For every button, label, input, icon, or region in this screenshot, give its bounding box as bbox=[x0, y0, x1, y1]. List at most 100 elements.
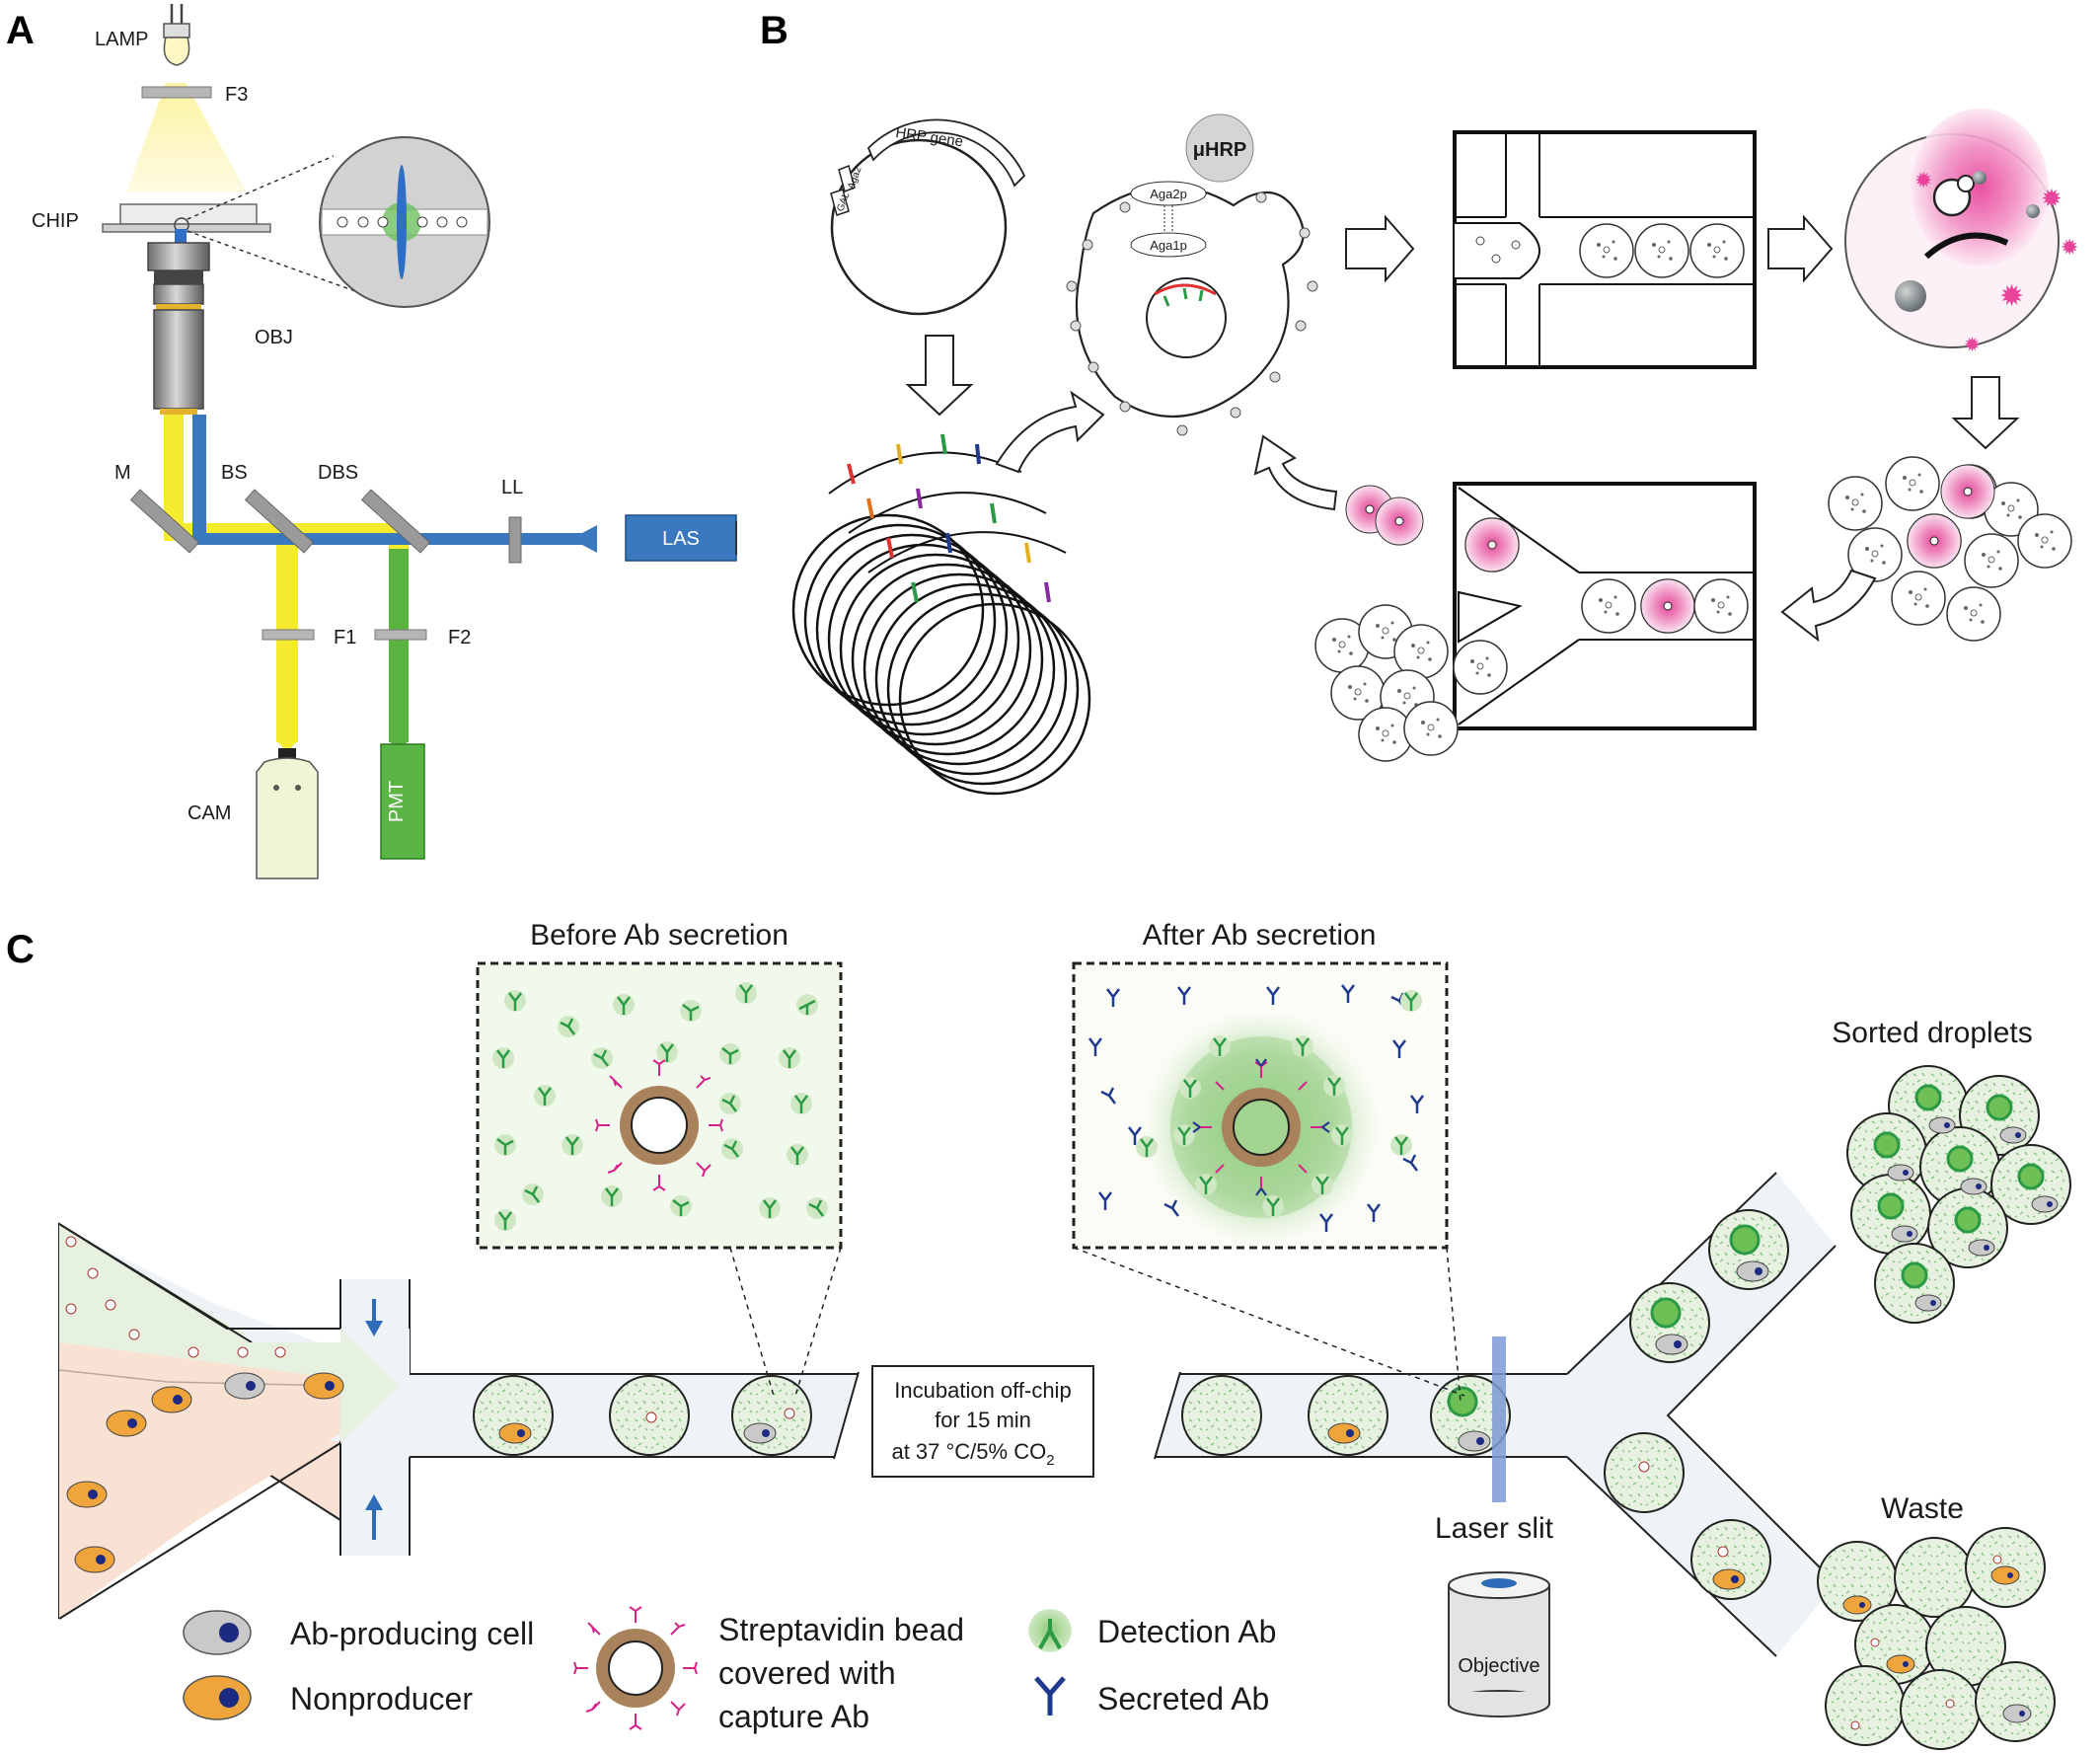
arrow-to-droplet-pool bbox=[1951, 376, 2020, 450]
droplet-pool bbox=[1828, 456, 2072, 642]
curved-arrow-regrow bbox=[1253, 434, 1338, 511]
panel-label-a: A bbox=[6, 9, 35, 52]
waste-label: Waste bbox=[1881, 1492, 1964, 1525]
waste-droplets-cluster bbox=[1817, 1527, 2056, 1750]
sorting-chip bbox=[1453, 482, 1757, 730]
filter-f2 bbox=[374, 629, 427, 641]
oil-flow-arrow-up bbox=[365, 1494, 383, 1540]
capture-bead-after bbox=[1192, 1058, 1330, 1196]
legend-secreted-ab-label: Secreted Ab bbox=[1097, 1681, 1269, 1717]
chip bbox=[119, 203, 258, 225]
inlet-cells bbox=[65, 1236, 344, 1573]
sorted-droplets-label: Sorted droplets bbox=[1832, 1017, 2032, 1049]
incubation-line3: at 37 °C/5% CO2 bbox=[891, 1439, 1054, 1469]
lamp-label: LAMP bbox=[95, 29, 148, 50]
f2-label: F2 bbox=[448, 627, 471, 649]
legend: Ab-producing cell Nonproducer bbox=[183, 1606, 1276, 1734]
lamp-icon bbox=[163, 4, 190, 66]
cam-label: CAM bbox=[188, 802, 231, 824]
ll-label: LL bbox=[501, 477, 523, 498]
arrow-to-encapsulation bbox=[1345, 214, 1415, 283]
after-secretion-title: After Ab secretion bbox=[1143, 919, 1377, 952]
panel-label-c: C bbox=[6, 928, 35, 971]
legend-secreted-ab-icon bbox=[1034, 1676, 1066, 1716]
las-label: LAS bbox=[662, 528, 700, 550]
capture-bead-before bbox=[595, 1059, 723, 1191]
incubation-line1: Incubation off-chip bbox=[894, 1378, 1071, 1403]
legend-bead-line1: Streptavidin bead bbox=[718, 1612, 964, 1647]
dichroic-dbs bbox=[360, 489, 431, 554]
before-secretion-title: Before Ab secretion bbox=[530, 919, 788, 952]
waste-droplets-b bbox=[1314, 604, 1459, 762]
aga2p-protein bbox=[1130, 181, 1207, 206]
sorted-hit-droplets bbox=[1345, 485, 1424, 546]
f3-label: F3 bbox=[225, 84, 248, 106]
filter-f1 bbox=[262, 629, 315, 641]
laser-lens-ll bbox=[508, 516, 522, 564]
panel-a-optical-setup: LAMP F3 CHIP bbox=[32, 4, 737, 879]
incubation-box bbox=[871, 1365, 1094, 1478]
svg-text:✹: ✹ bbox=[1914, 169, 1932, 193]
objective-icon bbox=[1448, 1571, 1550, 1717]
legend-detection-ab-icon bbox=[1028, 1609, 1072, 1652]
curved-arrow-to-sorter bbox=[1780, 569, 1877, 643]
beam-splitter-bs bbox=[244, 489, 315, 554]
legend-bead-line2: covered with bbox=[718, 1655, 896, 1691]
incubated-droplet: ✹ ✹ ✹ ✹ ✹ bbox=[1844, 109, 2078, 356]
camera bbox=[256, 748, 319, 879]
panel-label-b: B bbox=[760, 9, 788, 52]
dbs-label: DBS bbox=[318, 462, 358, 484]
panel-c-antibody-screening: Incubation off-chip for 15 min at 37 °C/… bbox=[58, 919, 2071, 1750]
droplets-right-channel bbox=[1181, 1375, 1511, 1456]
legend-ab-producing-label: Ab-producing cell bbox=[290, 1616, 534, 1651]
svg-text:✹: ✹ bbox=[2061, 236, 2078, 261]
lamp-light-cone bbox=[126, 83, 247, 192]
plasmid-library-stack bbox=[791, 433, 1091, 796]
incubation-line2: for 15 min bbox=[935, 1408, 1031, 1432]
legend-bead-icon bbox=[573, 1606, 698, 1730]
svg-text:✹: ✹ bbox=[2041, 185, 2062, 214]
secreted-ab-field bbox=[1088, 984, 1424, 1232]
muhrp-enzyme bbox=[1185, 114, 1254, 183]
legend-bead-line3: capture Ab bbox=[718, 1699, 869, 1734]
sorting-junction bbox=[1567, 1173, 1836, 1656]
detection-ab-field-after bbox=[1136, 990, 1422, 1217]
hrp-plasmid: HRP gene GAL Aga2 bbox=[830, 118, 1026, 316]
arrow-to-library bbox=[905, 335, 974, 417]
muhrp-label: μHRP bbox=[1193, 139, 1246, 161]
before-secretion-inset bbox=[476, 961, 843, 1250]
mirror-m bbox=[129, 489, 200, 554]
oil-flow-arrow-down bbox=[365, 1299, 383, 1336]
objective-lens bbox=[147, 229, 210, 415]
laser-slit-label: Laser slit bbox=[1435, 1512, 1554, 1545]
aga2p-label: Aga2p bbox=[1150, 187, 1187, 201]
droplets-left-channel bbox=[473, 1375, 812, 1456]
waste-branch-droplets bbox=[1604, 1432, 1771, 1600]
sorted-branch-droplets bbox=[1629, 1209, 1789, 1363]
svg-text:✹: ✹ bbox=[1964, 333, 1981, 356]
f1-label: F1 bbox=[334, 627, 356, 649]
chip-zoom-inset bbox=[319, 136, 490, 308]
after-secretion-inset bbox=[1072, 961, 1449, 1250]
filter-f3 bbox=[141, 86, 212, 99]
detection-ab-field-before bbox=[492, 982, 828, 1231]
legend-detection-ab-label: Detection Ab bbox=[1097, 1614, 1276, 1649]
sorted-droplets-cluster bbox=[1846, 1065, 2071, 1324]
svg-text:✹: ✹ bbox=[1999, 279, 2024, 314]
yeast-cell-display bbox=[1066, 185, 1318, 436]
aga1p-label: Aga1p bbox=[1150, 238, 1187, 253]
chip-label: CHIP bbox=[32, 210, 79, 232]
encapsulation-chip bbox=[1453, 130, 1757, 369]
curved-arrow-transform bbox=[995, 390, 1105, 474]
objective-label: Objective bbox=[1458, 1655, 1539, 1677]
pmt-detector bbox=[380, 743, 425, 860]
pmt-label: PMT bbox=[386, 781, 408, 822]
m-label: M bbox=[114, 462, 131, 484]
arrow-to-incubation bbox=[1767, 214, 1834, 283]
obj-label: OBJ bbox=[255, 327, 293, 348]
aga1p-protein bbox=[1130, 232, 1207, 258]
legend-ab-producing-icon bbox=[183, 1610, 252, 1655]
laser-slit-beam bbox=[1492, 1336, 1506, 1502]
bs-label: BS bbox=[221, 462, 248, 484]
